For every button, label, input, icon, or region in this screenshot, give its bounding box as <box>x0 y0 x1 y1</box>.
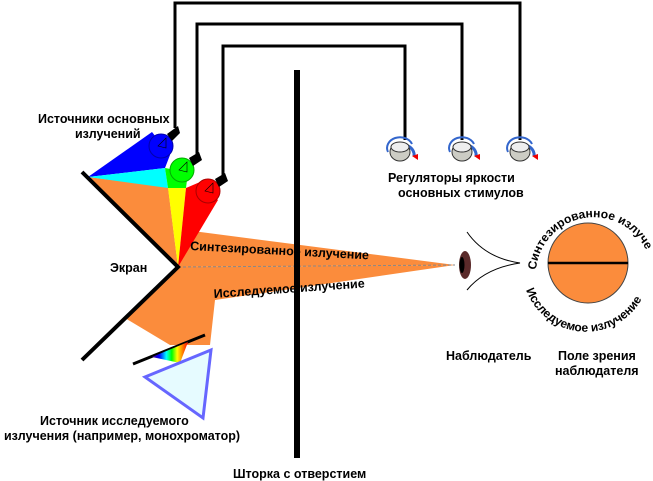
brightness-knobs <box>386 136 538 162</box>
prism <box>141 347 213 421</box>
beam-axis <box>177 264 456 268</box>
label-test-source-2: излучения (например, монохроматор) <box>4 429 240 443</box>
label-shutter: Шторка с отверстием <box>233 467 366 481</box>
field-of-view <box>547 222 629 304</box>
knob-2 <box>448 136 480 162</box>
light-beams <box>88 132 456 345</box>
control-wires <box>173 1 522 178</box>
knob-3 <box>506 136 538 162</box>
lamp-blue <box>148 126 180 159</box>
cyan-overlap <box>88 168 168 188</box>
label-sources-1: Источники основных <box>38 112 170 126</box>
monochromator <box>132 333 213 421</box>
test-beam <box>125 265 455 345</box>
screen <box>80 170 181 362</box>
label-observer: Наблюдатель <box>446 349 532 363</box>
synthesized-beam <box>178 230 455 267</box>
label-regulators-1: Регуляторы яркости <box>388 171 515 185</box>
lamp-red <box>195 173 228 204</box>
eye-icon <box>459 231 521 291</box>
knob-1 <box>386 136 418 162</box>
yellow-overlap <box>168 188 186 267</box>
label-field-1: Поле зрения <box>558 349 636 363</box>
label-screen: Экран <box>110 261 147 275</box>
label-regulators-2: основных стимулов <box>398 186 524 200</box>
lamp-green <box>169 152 202 183</box>
label-test-source-1: Источник исследуемого <box>40 414 189 428</box>
label-sources-2: излучений <box>75 127 141 141</box>
label-field-2: наблюдателя <box>555 364 639 378</box>
